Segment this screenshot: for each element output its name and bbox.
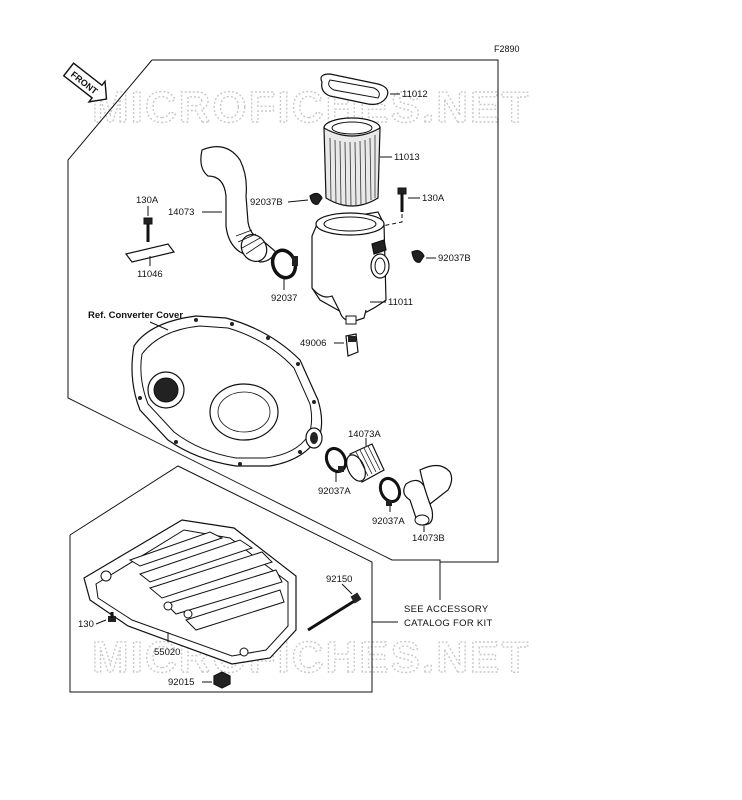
intake-duct	[200, 146, 277, 263]
label-11012: 11012	[402, 89, 428, 100]
note-line-1: SEE ACCESSORY	[404, 604, 489, 615]
label-11046: 11046	[137, 269, 163, 280]
bracket-11046	[124, 243, 176, 263]
ref-converter-cover-label: Ref. Converter Cover	[88, 310, 183, 321]
clamp-92037a-left	[324, 446, 348, 474]
watermark-bottom: MICROFICHES.NET	[92, 633, 530, 682]
label-92037a-left: 92037A	[318, 486, 351, 497]
bolt-92150	[307, 592, 362, 632]
lower-assembly-outline	[69, 465, 373, 693]
label-14073a: 14073A	[348, 429, 381, 440]
label-92037: 92037	[271, 293, 297, 304]
watermark-top: MICROFICHES.NET	[92, 83, 530, 132]
bolt-130a-right	[397, 187, 407, 212]
air-filter-element	[323, 117, 381, 207]
leader-92037b-top	[287, 199, 309, 203]
air-box-housing	[311, 211, 390, 325]
clip-92037b-top	[309, 192, 323, 205]
label-55020: 55020	[154, 647, 180, 658]
upper-assembly-outline	[67, 59, 499, 563]
label-14073b: 14073B	[412, 533, 445, 544]
elbow-14073b	[403, 464, 453, 526]
note-line-2: CATALOG FOR KIT	[404, 618, 493, 629]
dashed-130a-right	[381, 214, 403, 232]
air-filter-gasket	[320, 73, 389, 105]
bolt-130	[108, 612, 116, 622]
figure-code: F2890	[494, 44, 520, 54]
label-130a-left: 130A	[136, 195, 159, 206]
label-92015: 92015	[168, 677, 194, 688]
label-49006: 49006	[300, 338, 326, 349]
leader-130	[95, 619, 107, 625]
bolt-130a-left	[143, 217, 153, 242]
drain-valve-49006	[345, 333, 359, 357]
converter-cover	[131, 315, 323, 467]
label-11013: 11013	[394, 152, 420, 163]
clip-92037b-right	[411, 250, 425, 263]
clamp-92037	[270, 248, 298, 280]
duct-14073a	[346, 443, 385, 483]
leader-92150	[341, 583, 353, 595]
label-14073: 14073	[168, 207, 194, 218]
label-92037b-top: 92037B	[250, 197, 283, 208]
clamp-92037a-right	[378, 476, 402, 506]
label-92150: 92150	[326, 574, 352, 585]
label-130: 130	[78, 619, 94, 630]
leader-ref-cover	[149, 321, 169, 331]
label-92037b-right: 92037B	[438, 253, 471, 264]
label-11011: 11011	[388, 297, 413, 308]
label-92037a-right: 92037A	[372, 516, 405, 527]
nut-92015	[213, 671, 231, 689]
label-130a-right: 130A	[422, 193, 445, 204]
skid-plate	[83, 519, 297, 665]
